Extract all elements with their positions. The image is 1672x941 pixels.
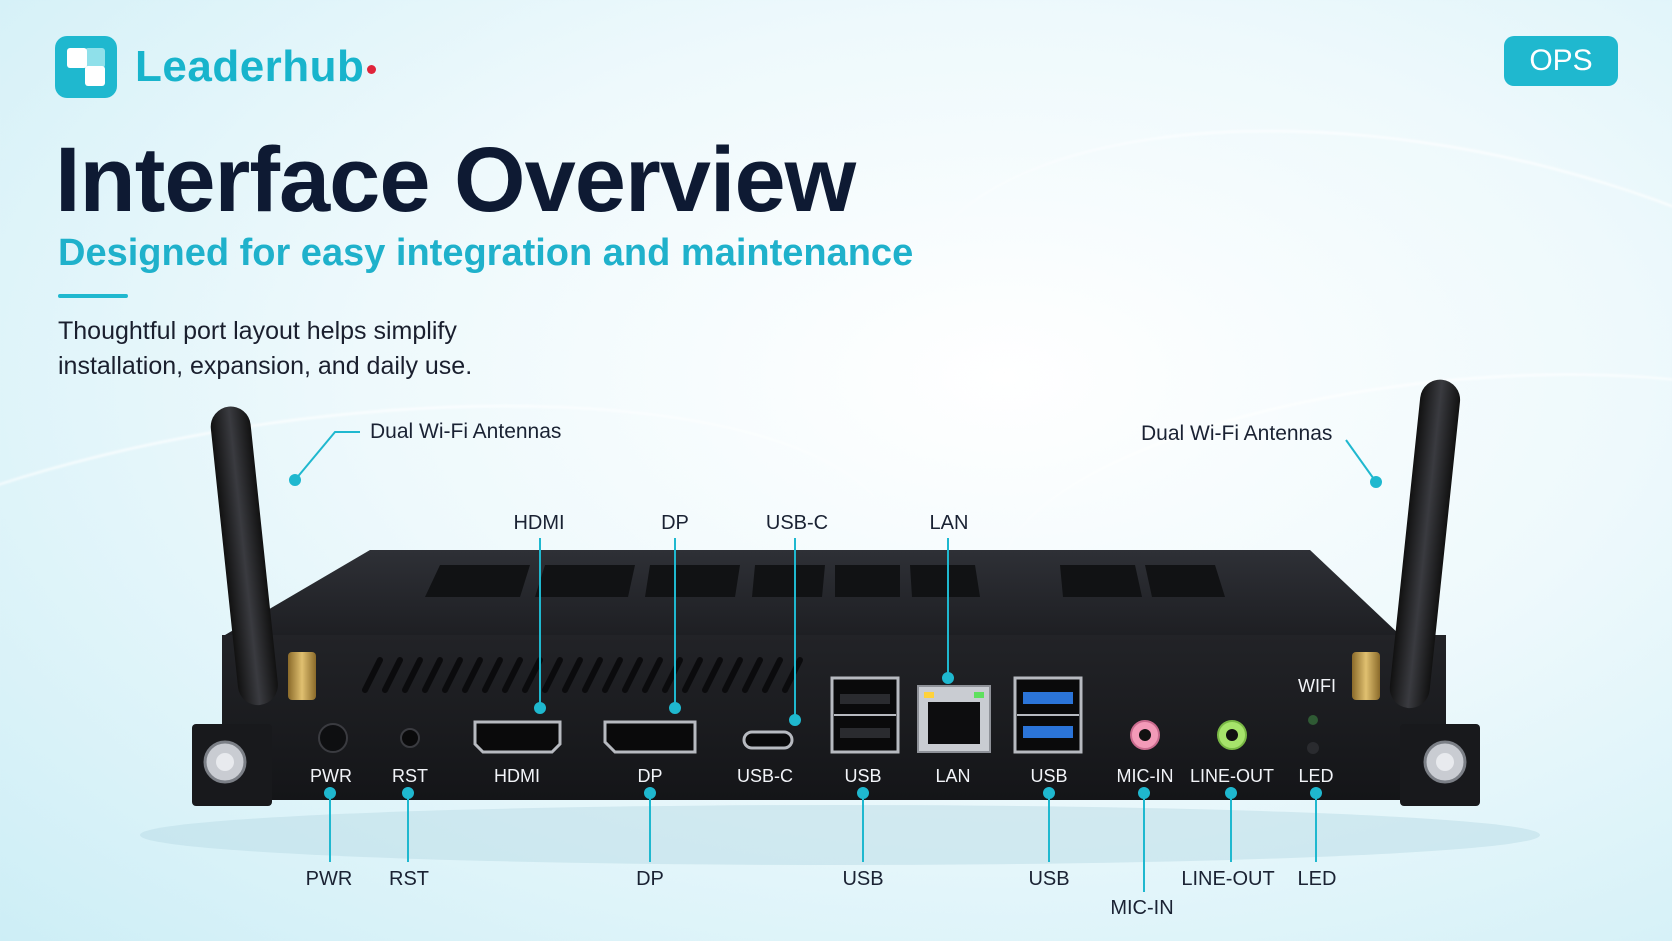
callout-label-dp-bottom: DP — [636, 868, 664, 890]
right-antenna — [1389, 379, 1461, 709]
panel-label-micin: MIC-IN — [1116, 766, 1174, 786]
power-button — [318, 723, 348, 753]
left-sma-connector — [288, 652, 316, 700]
panel-label-dp: DP — [637, 766, 663, 786]
logo-icon — [55, 36, 117, 98]
brand-logo: Leaderhub — [55, 36, 377, 98]
lan-port — [917, 685, 991, 753]
panel-label-pwr: PWR — [310, 766, 352, 786]
description-line-2: installation, expansion, and daily use. — [58, 352, 473, 380]
status-led — [1307, 742, 1319, 754]
callout-label-hdmi: HDMI — [513, 512, 565, 534]
callout-dot-left-antenna — [289, 474, 301, 486]
hdmi-port — [473, 720, 562, 754]
accent-divider — [58, 294, 128, 298]
callout-dot-right-antenna — [1370, 476, 1382, 488]
panel-label-wifi: WIFI — [1298, 676, 1336, 696]
reset-hole — [400, 728, 420, 748]
usb2-port-stack — [830, 676, 900, 754]
callout-label-pwr: PWR — [305, 868, 353, 890]
usbc-port — [742, 730, 794, 750]
ops-badge: OPS — [1504, 36, 1618, 86]
right-sma-connector — [1352, 652, 1380, 700]
callout-label-usb1: USB — [842, 868, 884, 890]
description-line-1: Thoughtful port layout helps simplify — [58, 317, 457, 345]
callout-lines — [289, 431, 1382, 892]
callout-line-left-antenna — [294, 431, 360, 481]
panel-label-usb2: USB — [1030, 766, 1068, 786]
usb3-port-stack — [1013, 676, 1083, 754]
top-vents — [425, 565, 1225, 597]
panel-label-usbc: USB-C — [736, 766, 794, 786]
panel-label-rst: RST — [392, 766, 428, 786]
front-vents — [362, 657, 803, 693]
callout-label-micin: MIC-IN — [1110, 897, 1174, 919]
callout-label-lineout: LINE-OUT — [1181, 868, 1275, 890]
device-shadow — [140, 805, 1540, 865]
panel-label-led: LED — [1298, 766, 1334, 786]
brand-name: Leaderhub — [135, 42, 377, 92]
callout-label-usb2: USB — [1028, 868, 1070, 890]
callout-label-usbc: USB-C — [765, 512, 829, 534]
description: Thoughtful port layout helps simplify in… — [58, 314, 578, 384]
panel-label-lineout: LINE-OUT — [1189, 766, 1275, 786]
page-subtitle: Designed for easy integration and mainte… — [58, 232, 914, 274]
dp-port — [603, 720, 697, 754]
page-title: Interface Overview — [55, 129, 856, 231]
left-antenna — [210, 406, 278, 706]
callout-label-rst: RST — [389, 868, 429, 890]
callout-label-led: LED — [1297, 868, 1337, 890]
right-antenna-label: Dual Wi-Fi Antennas — [1141, 422, 1333, 445]
callout-label-dp: DP — [661, 512, 689, 534]
callout-label-lan: LAN — [929, 512, 969, 534]
wifi-led — [1308, 715, 1318, 725]
panel-label-usb1: USB — [844, 766, 882, 786]
callout-line-right-antenna — [1345, 439, 1377, 483]
panel-label-hdmi: HDMI — [494, 766, 540, 786]
panel-label-lan: LAN — [935, 766, 971, 786]
left-antenna-label: Dual Wi-Fi Antennas — [370, 420, 562, 443]
